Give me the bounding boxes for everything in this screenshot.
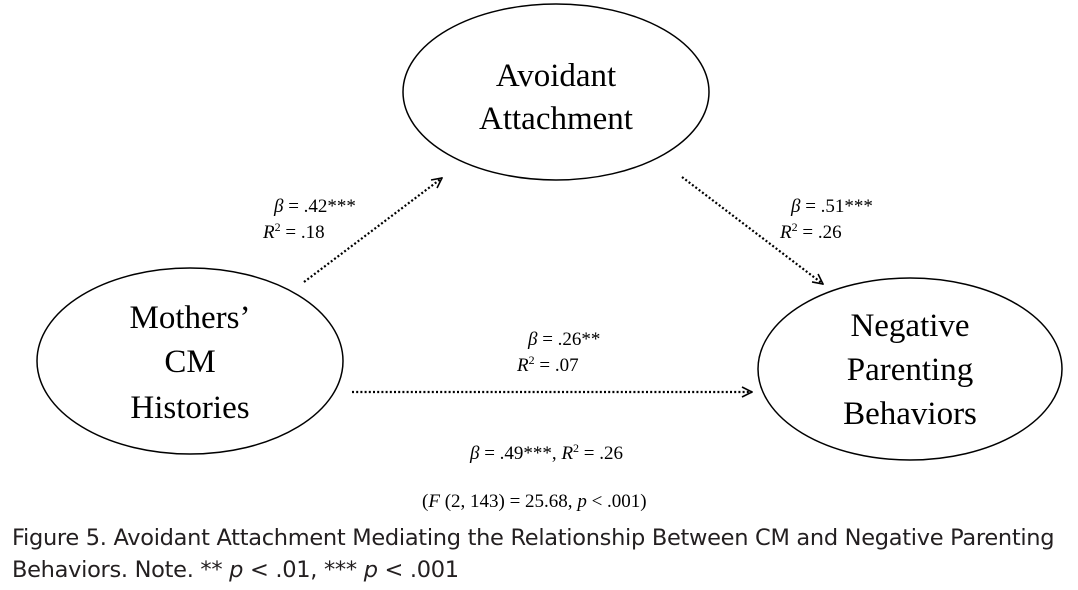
arrow-mothers-to-avoidant xyxy=(303,178,442,283)
node-avoidant-attachment: Avoidant Attachment xyxy=(402,3,710,181)
node-mothers-label-line2: CM xyxy=(164,344,215,380)
caption-p-symbol-2: p xyxy=(363,557,378,583)
node-negative-parenting-behaviors: Negative Parenting Behaviors xyxy=(757,277,1063,461)
arrow-avoidant-to-negative xyxy=(681,176,823,284)
path-c-prime-stats: β = .26** R2 = .07 xyxy=(516,329,600,376)
node-avoidant-ellipse xyxy=(402,3,710,181)
caption-line-2: Behaviors. Note. ** p < .01, *** p < .00… xyxy=(12,554,1072,586)
total-effect-line: β = .49***, R2 = .26 xyxy=(469,441,623,464)
path-c-prime-beta: β = .26** xyxy=(527,329,600,350)
node-negative-ellipse xyxy=(757,277,1063,461)
total-effect-stats: β = .49***, R2 = .26 xyxy=(469,441,623,464)
node-negative-label-line3: Behaviors xyxy=(843,396,977,432)
mediation-diagram: Avoidant Attachment Mothers’ CM Historie… xyxy=(36,3,1063,512)
path-b-stats: β = .51*** R2 = .26 xyxy=(779,196,873,243)
path-a-beta: β = .42*** xyxy=(273,196,356,217)
caption-p-symbol-1: p xyxy=(229,557,244,583)
model-f-test: (F (2, 143) = 25.68, p < .001) xyxy=(422,491,647,512)
node-negative-label-line1: Negative xyxy=(850,308,969,344)
path-c-prime-r2: R2 = .07 xyxy=(516,353,579,376)
caption-note-prefix: Behaviors. Note. ** xyxy=(12,557,230,583)
node-avoidant-label-line1: Avoidant xyxy=(496,58,616,94)
node-mothers-ellipse xyxy=(36,267,344,455)
node-mothers-label-line1: Mothers’ xyxy=(130,300,251,336)
node-mothers-label-line3: Histories xyxy=(130,390,249,426)
path-b-beta: β = .51*** xyxy=(790,196,873,217)
caption-threshold-2: < .001 xyxy=(377,557,460,583)
caption-threshold-1: < .01, *** xyxy=(243,557,364,583)
node-negative-label-line2: Parenting xyxy=(847,352,973,388)
node-mothers-cm-histories: Mothers’ CM Histories xyxy=(36,267,344,455)
figure-caption: Figure 5. Avoidant Attachment Mediating … xyxy=(12,522,1072,586)
node-avoidant-label-line2: Attachment xyxy=(479,101,633,137)
caption-line-1: Figure 5. Avoidant Attachment Mediating … xyxy=(12,525,1055,551)
path-a-stats: β = .42*** R2 = .18 xyxy=(262,196,356,243)
path-a-r2: R2 = .18 xyxy=(262,220,325,243)
path-b-r2: R2 = .26 xyxy=(779,220,842,243)
